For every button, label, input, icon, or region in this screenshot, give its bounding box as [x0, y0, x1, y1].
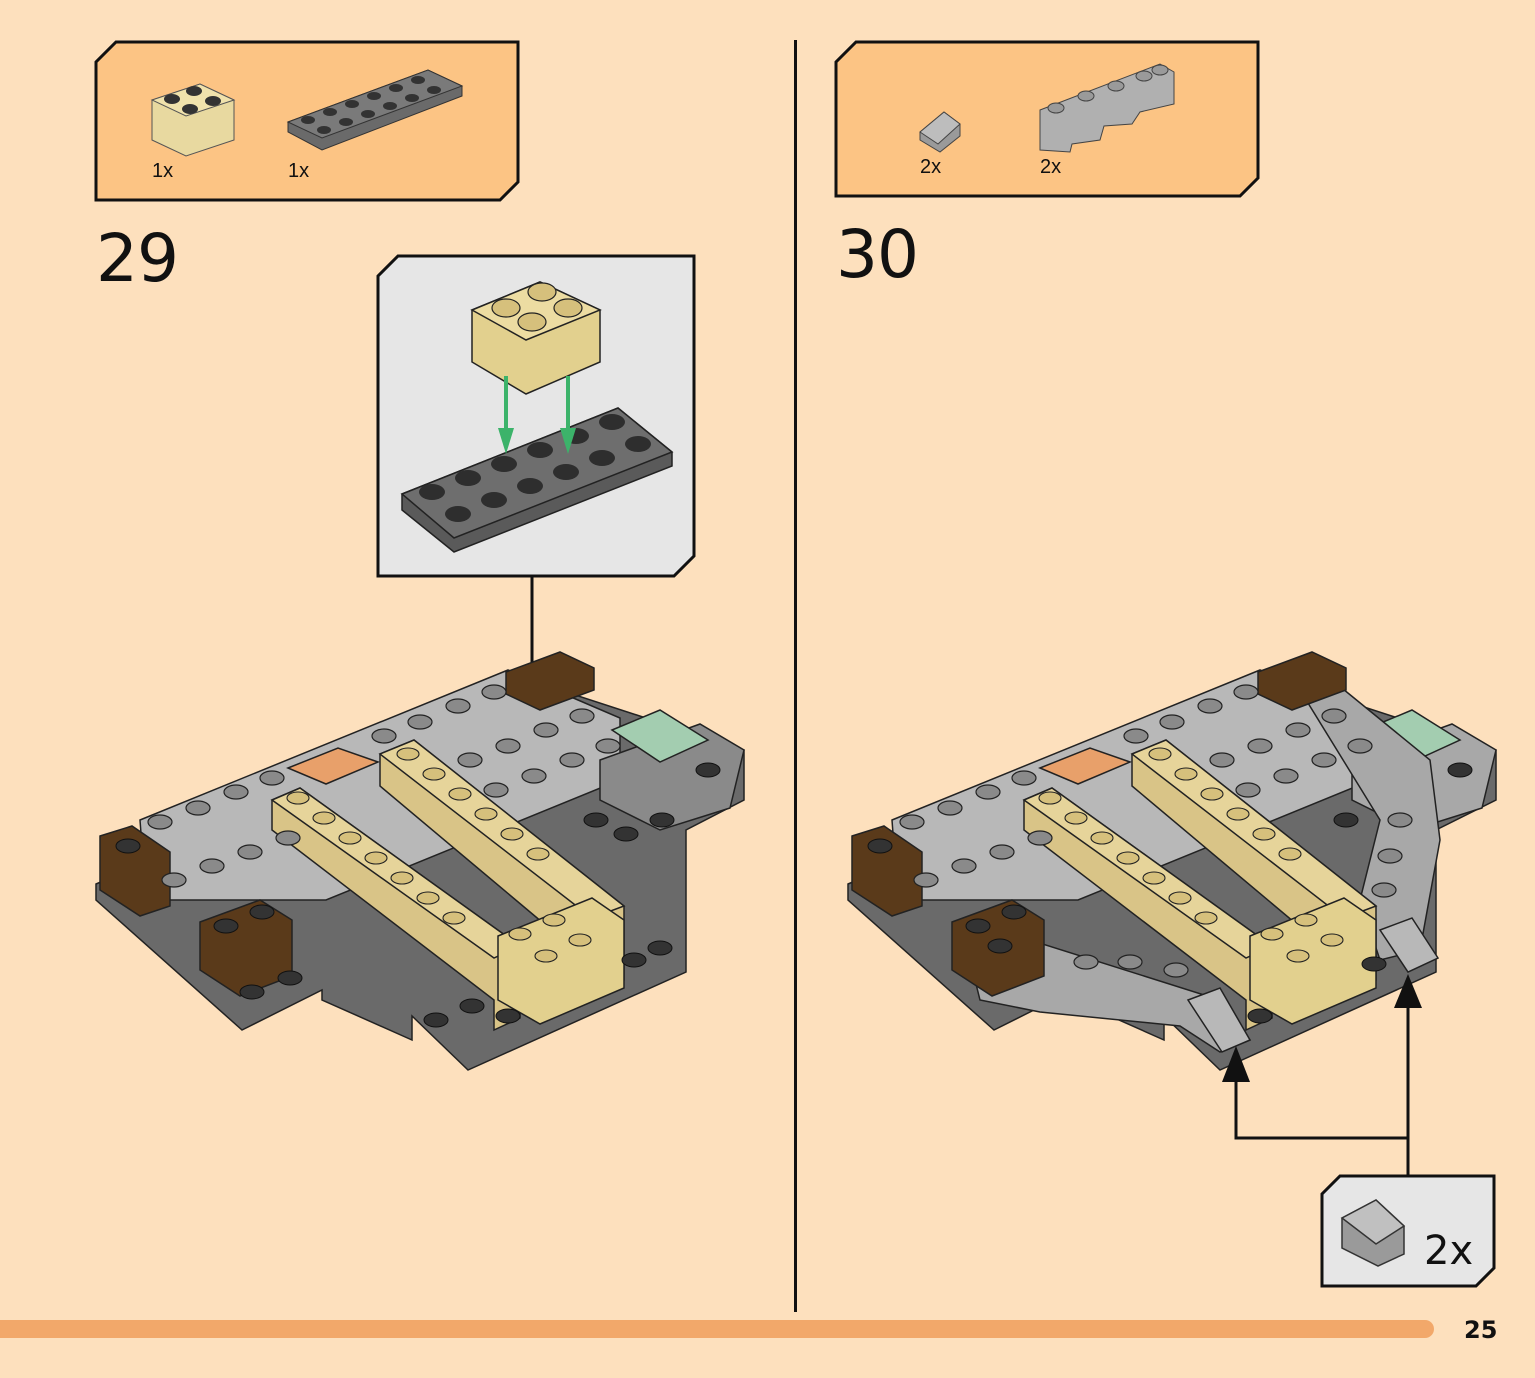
page-number: 25	[1464, 1316, 1498, 1344]
green-arrow-icon	[498, 376, 576, 454]
part-qty: 1x	[288, 160, 310, 182]
placement-arrows	[1234, 1000, 1410, 1176]
page-divider	[794, 40, 797, 1312]
grey-wedge-plate-icon	[1039, 63, 1175, 153]
callout-qty: 2x	[1424, 1228, 1474, 1274]
part-qty: 2x	[1040, 156, 1062, 178]
step-29-model	[95, 651, 745, 1071]
arrow-head-icon	[1222, 1046, 1250, 1082]
part-qty: 1x	[152, 160, 174, 182]
grey-slope-icon	[919, 111, 961, 153]
part-qty: 2x	[920, 156, 942, 178]
step-30-callout-box	[1320, 1174, 1496, 1288]
step-number: 30	[836, 216, 919, 293]
tan-2x2-brick-icon	[150, 83, 236, 157]
step-number: 29	[96, 220, 179, 297]
arrow-head-icon	[1394, 974, 1422, 1008]
step-30-parts-box	[834, 40, 1260, 198]
step-29-callout-box	[376, 254, 696, 578]
progress-bar	[0, 1320, 1434, 1338]
dark-grey-2x6-plate-icon	[286, 69, 464, 151]
step-30-model	[847, 651, 1497, 1071]
